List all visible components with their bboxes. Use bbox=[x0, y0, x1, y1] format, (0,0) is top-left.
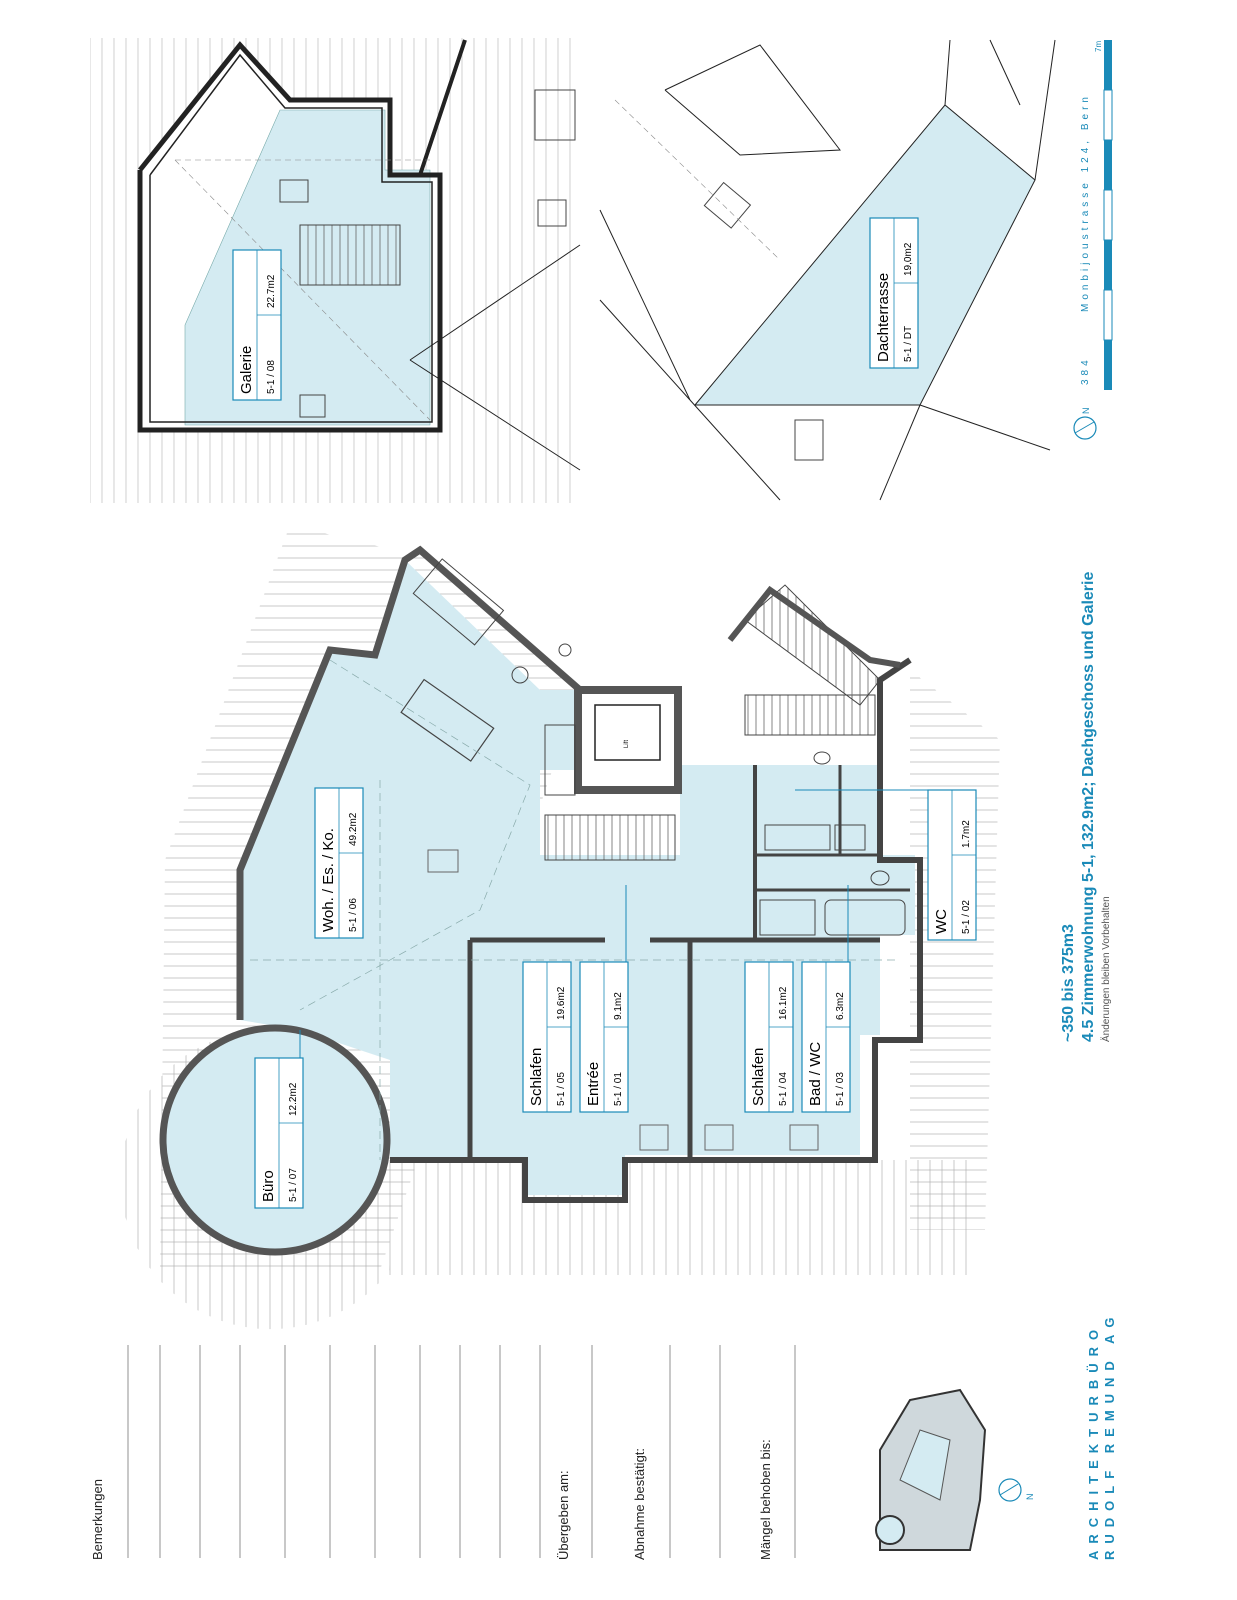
room-card-bad-wc: Bad / WC 5-1 / 03 6.3m2 bbox=[801, 961, 851, 1113]
room-area: 9.1m2 bbox=[613, 992, 624, 1020]
room-name: Schlafen bbox=[750, 1048, 767, 1106]
room-code: 5-1 / 07 bbox=[288, 1168, 299, 1202]
disclaimer-note: Änderungen bleiben Vorbehalten bbox=[1101, 896, 1112, 1042]
room-code: 5-1 / 03 bbox=[835, 1072, 846, 1106]
remarks-heading: Bemerkungen bbox=[90, 1479, 105, 1560]
room-code: 5-1 / 04 bbox=[778, 1072, 789, 1106]
room-card-wohnen: Woh. / Es. / Ko. 5-1 / 06 49.2m2 bbox=[314, 787, 364, 939]
room-name: Woh. / Es. / Ko. bbox=[320, 828, 337, 932]
scale-label: 7m bbox=[1094, 40, 1103, 52]
room-card-schlafen-04: Schlafen 5-1 / 04 16.1m2 bbox=[744, 961, 794, 1113]
room-card-entree: Entrée 5-1 / 01 9.1m2 bbox=[579, 961, 629, 1113]
room-code: 5-1 / 08 bbox=[266, 360, 277, 394]
room-card-dachterrasse: Dachterrasse 5-1 / DT 19,0m2 bbox=[869, 217, 919, 369]
room-area: 19,0m2 bbox=[903, 242, 914, 276]
key-plan-thumbnail bbox=[875, 1388, 987, 1551]
room-area: 22.7m2 bbox=[266, 274, 277, 308]
north-label: N bbox=[1025, 1493, 1035, 1501]
room-name: WC bbox=[933, 909, 950, 934]
scale-bar bbox=[1103, 40, 1113, 390]
room-name: Entrée bbox=[585, 1062, 602, 1106]
north-arrow-icon bbox=[998, 1478, 1022, 1502]
room-code: 5-1 / DT bbox=[903, 326, 914, 362]
room-area: 1.7m2 bbox=[961, 820, 972, 848]
office-name-line2: RUDOLF REMUND AG bbox=[1102, 1310, 1117, 1560]
room-name: Dachterrasse bbox=[875, 273, 892, 362]
room-card-schlafen-05: Schlafen 5-1 / 05 19.6m2 bbox=[522, 961, 572, 1113]
room-code: 5-1 / 05 bbox=[556, 1072, 567, 1106]
north-label-top: N bbox=[1081, 407, 1091, 415]
room-area: 16.1m2 bbox=[778, 986, 789, 1020]
address-street: Monbijoustrasse 124, Bern bbox=[1080, 93, 1091, 312]
room-name: Büro bbox=[260, 1170, 277, 1202]
defects-label: Mängel behoben bis: bbox=[758, 1439, 773, 1560]
volume-heading: ~350 bis 375m3 bbox=[1060, 924, 1077, 1042]
dachterrasse-plan bbox=[599, 38, 1060, 503]
room-area: 12.2m2 bbox=[288, 1082, 299, 1116]
room-area: 49.2m2 bbox=[348, 812, 359, 846]
room-code: 5-1 / 02 bbox=[961, 900, 972, 934]
room-name: Galerie bbox=[238, 346, 255, 394]
room-card-wc: WC 5-1 / 02 1.7m2 bbox=[927, 789, 977, 941]
room-code: 5-1 / 01 bbox=[613, 1072, 624, 1106]
building-number: 384 bbox=[1080, 356, 1091, 385]
room-card-buero: Büro 5-1 / 07 12.2m2 bbox=[254, 1057, 304, 1209]
galerie-plan bbox=[90, 38, 581, 503]
room-card-galerie: Galerie 5-1 / 08 22.7m2 bbox=[232, 249, 282, 401]
acceptance-label: Abnahme bestätigt: bbox=[632, 1447, 647, 1560]
remarks-lines bbox=[127, 1345, 796, 1558]
room-name: Schlafen bbox=[528, 1048, 545, 1106]
office-name-line1: ARCHITEKTURBÜRO bbox=[1086, 1322, 1101, 1560]
room-area: 19.6m2 bbox=[556, 986, 567, 1020]
lift-label: Lift bbox=[624, 740, 630, 748]
unit-heading: 4.5 Zimmerwohnung 5-1, 132.9m2; Dachgesc… bbox=[1080, 571, 1097, 1042]
room-area: 6.3m2 bbox=[835, 992, 846, 1020]
room-name: Bad / WC bbox=[807, 1042, 824, 1106]
handed-over-label: Übergeben am: bbox=[556, 1470, 571, 1560]
main-floor-plan bbox=[120, 525, 1000, 1330]
room-code: 5-1 / 06 bbox=[348, 898, 359, 932]
north-arrow-icon-top bbox=[1073, 416, 1097, 440]
